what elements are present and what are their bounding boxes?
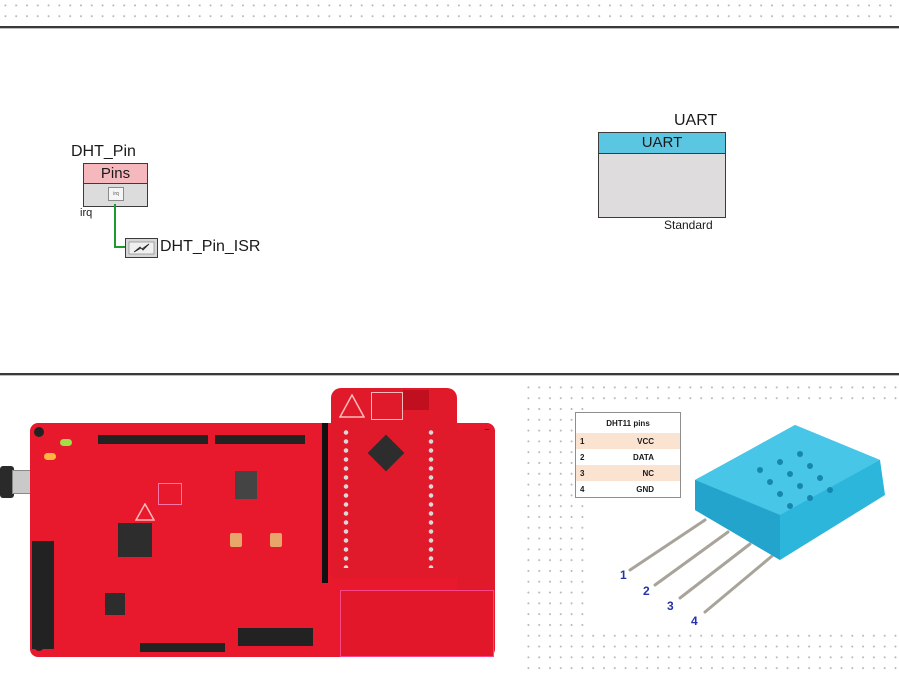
pins-instance-name: DHT_Pin (71, 143, 136, 160)
pin-name: VCC (596, 433, 681, 449)
isr-instance-name: DHT_Pin_ISR (160, 238, 261, 255)
divider-bottom (0, 373, 899, 375)
pin-name: GND (636, 484, 654, 494)
uart-instance-name: UART (674, 112, 718, 129)
pin-number-label: 2 (643, 584, 650, 598)
irq-terminal-label: irq (80, 207, 93, 219)
irq-wire[interactable] (110, 204, 130, 252)
canvas-grid-top (0, 0, 899, 26)
led-green (60, 439, 72, 446)
ble-module (331, 388, 457, 578)
pin-table-title: DHT11 pins (606, 418, 650, 428)
pin-num: 3 (575, 465, 597, 481)
capsense-slider (340, 590, 494, 657)
divider-top (0, 26, 899, 28)
pin-name: DATA (632, 452, 654, 462)
interrupt-lightning-icon (128, 241, 155, 255)
pins-component[interactable]: Pins irq (83, 163, 148, 207)
led-orange (44, 453, 56, 460)
pin-num: 2 (580, 452, 585, 462)
pin-name: NC (596, 465, 681, 481)
pins-type-label: Pins (84, 164, 147, 184)
irq-port-icon: irq (108, 187, 124, 201)
pin-number-label: 1 (620, 568, 627, 582)
isr-component[interactable] (125, 238, 158, 258)
ble-chip (367, 434, 405, 472)
pin-number-label: 3 (667, 599, 674, 613)
uart-type-label: UART (599, 133, 725, 154)
uart-config-label: Standard (664, 218, 713, 232)
pin-num: 4 (580, 484, 585, 494)
dht11-sensor (628, 425, 885, 614)
uart-component[interactable]: UART (598, 132, 726, 218)
pin-num: 1 (575, 433, 597, 449)
main-chip (118, 523, 152, 557)
pin-number-label: 4 (691, 614, 698, 628)
